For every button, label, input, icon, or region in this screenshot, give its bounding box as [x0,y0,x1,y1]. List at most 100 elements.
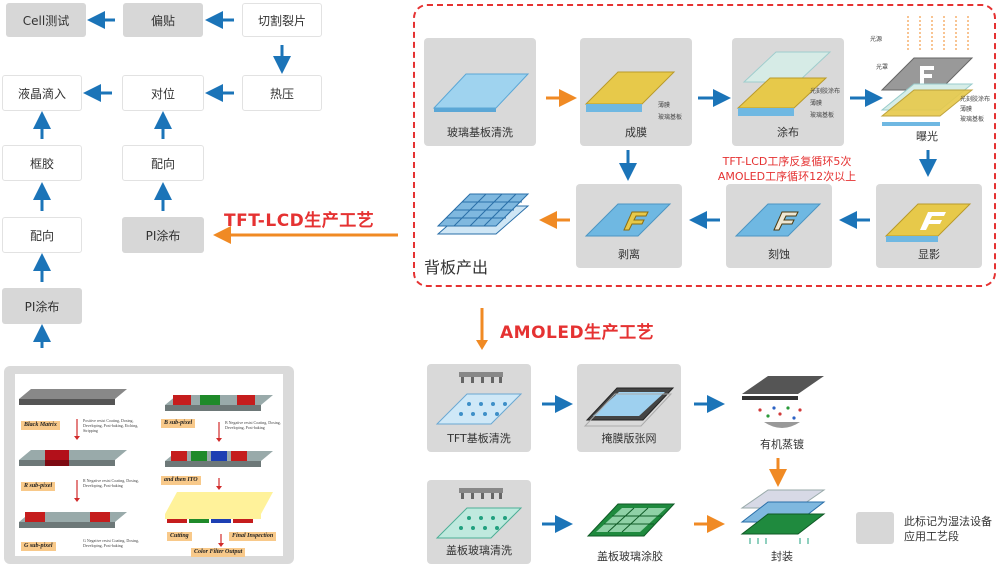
expose-small-3: 玻璃基板 [960,116,985,123]
tft-clean-icon [435,372,523,425]
orient-right-label: 配向 [150,156,175,171]
expose-small-2: 薄膜 [960,106,973,113]
stage-film: 薄膜 玻璃基板 成膜 [580,38,692,146]
amoled-arrows [542,395,787,533]
cf-desc2: R Negative resist Coating, Dosing, Devel… [83,478,139,488]
label-tft-clean: TFT基板清洗 [447,432,511,445]
cf-ito: and then ITO [161,476,201,485]
label-expose: 曝光 [916,130,938,143]
left-flow-arrows [33,11,398,348]
label-cover-clean: 盖板玻璃清洗 [446,544,512,557]
etch-icon [734,203,822,237]
stage-evaporation: 有机蒸镀 [730,372,834,452]
label-mask-stretch: 掩膜版张网 [601,432,657,445]
coat-small-3: 玻璃基板 [810,112,835,119]
pi-coat-right-label: PI涂布 [145,228,181,243]
label-backplane: 背板产出 [424,258,489,277]
tft-arrows [539,89,937,229]
expose-mask: 光罩 [876,64,889,71]
label-evaporation: 有机蒸镀 [760,438,804,451]
amoled-down-arrow [476,308,488,350]
cut-split-label: 切割裂片 [257,13,306,28]
legend-line-1: 此标记为湿法设备 [904,515,992,528]
cover-glue-icon [586,503,676,537]
cut-split-box: 切割裂片 [242,3,322,37]
label-etch: 刻蚀 [768,248,790,261]
align-box: 对位 [122,75,204,111]
polarizer-box: 偏贴 [123,3,203,37]
lc-drop-label: 液晶滴入 [17,86,66,101]
label-coat: 涂布 [777,126,799,139]
orient-left-box: 配向 [2,217,82,253]
glass-clean-icon [432,73,530,112]
stage-mask-stretch: 掩膜版张网 [577,364,681,452]
orient-left-label: 配向 [29,228,54,243]
orient-right-box: 配向 [122,145,204,181]
black-matrix-top [19,389,127,399]
backplane-icon [436,193,530,235]
cf-desc3: G Negative resist Coating, Dosing, Devel… [83,538,139,548]
hot-press-box: 热压 [242,75,322,111]
stage-expose: 光源 光罩 光刻胶涂布 薄膜 玻璃基板 曝光 [868,14,990,144]
stage-strip: 剥离 [576,184,682,268]
label-cover-glue: 盖板玻璃涂胶 [597,550,663,563]
label-develop: 显影 [918,248,940,261]
hot-press-label: 热压 [269,86,294,101]
legend-line-2: 应用工艺段 [904,530,959,543]
stage-tft-clean: TFT基板清洗 [427,364,531,452]
cf-desc1: Positive resist Coating, Dosing, Develop… [83,418,139,433]
cycle-note-2: AMOLED工序循环12次以上 [717,170,857,183]
cycle-note: TFT-LCD工序反复循环5次 AMOLED工序循环12次以上 [712,154,862,184]
film-small-1: 薄膜 [658,102,671,109]
tft-title: TFT-LCD生产工艺 [224,211,375,231]
coat-small-2: 薄膜 [810,100,823,107]
stage-coat: 光刻胶涂布 薄膜 玻璃基板 涂布 [732,38,844,146]
cf-black-matrix: Black Matrix [21,421,60,430]
cf-b-sub: B sub-pixel [161,419,196,428]
frame-glue-label: 框胶 [29,156,54,171]
label-encap: 封装 [771,550,793,563]
cf-g-sub: G sub-pixel [21,542,56,551]
color-filter-panel: Black Matrix R sub-pixel G sub-pixel B s… [4,366,294,564]
cf-cutting: Cutting [167,532,192,541]
expose-light: 光源 [870,36,883,43]
film-small-2: 玻璃基板 [658,114,683,121]
cf-r-sub: R sub-pixel [21,482,56,491]
pi-coat-left-label: PI涂布 [24,299,60,314]
pi-coat-left-box: PI涂布 [2,288,82,324]
legend-swatch [856,512,894,544]
film-icon [584,71,676,112]
color-filter-diagram: Black Matrix R sub-pixel G sub-pixel B s… [15,374,283,557]
label-film: 成膜 [625,126,647,139]
pi-coat-right-box: PI涂布 [122,217,204,253]
stage-glass-clean: 玻璃基板清洗 [424,38,536,146]
cycle-note-1: TFT-LCD工序反复循环5次 [722,155,852,168]
align-label: 对位 [150,86,175,101]
legend-text: 此标记为湿法设备 应用工艺段 [904,514,992,544]
cover-clean-icon [435,488,523,539]
strip-icon [584,203,672,237]
stage-etch: 刻蚀 [726,184,832,268]
polarizer-label: 偏贴 [150,13,175,28]
stage-encap: 封装 [730,486,834,564]
cf-output: Color Filter Output [191,548,246,557]
cell-test-label: Cell测试 [22,13,70,28]
label-strip: 剥离 [618,248,640,261]
encap-icon [740,489,826,544]
develop-icon [884,203,972,242]
stage-develop: 显影 [876,184,982,268]
expose-icon [880,16,974,126]
mask-stretch-icon [583,387,675,427]
evaporation-icon [742,376,824,428]
cf-final: Final Inspection [229,532,277,541]
black-matrix-side [19,399,115,405]
color-filter-svg [19,389,273,547]
coat-icon [736,51,832,116]
coat-small-1: 光刻胶涂布 [810,88,841,95]
expose-small-1: 光刻胶涂布 [960,96,991,103]
lc-drop-box: 液晶滴入 [2,75,82,111]
stage-cover-clean: 盖板玻璃清洗 [427,480,531,564]
cf-desc4: B Negative resist Coating, Dosing, Devel… [225,420,281,430]
cell-test-box: Cell测试 [6,3,86,37]
stage-cover-glue: 盖板玻璃涂胶 [578,490,682,564]
